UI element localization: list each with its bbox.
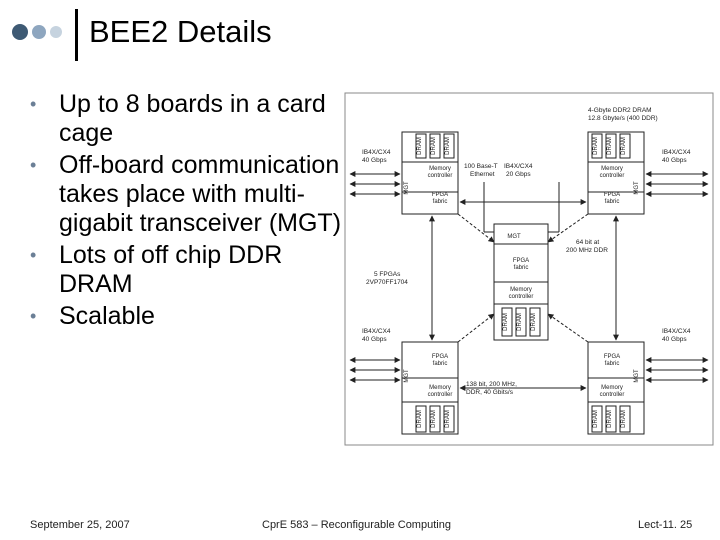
bullet-text: Up to 8 boards in a card cage (59, 90, 326, 147)
memctl-label: controller (600, 392, 625, 398)
memctl-label: Memory (601, 385, 623, 391)
mgt-label: MGT (507, 234, 521, 240)
ib20-label: IB4X/CX4 (504, 163, 533, 170)
dram-label: DRAM (531, 313, 537, 331)
fpga-label: fabric (605, 199, 620, 205)
bullet-icon: • (30, 94, 37, 114)
ib-label: IB4X/CX4 (362, 149, 391, 156)
ib20-label: 20 Gbps (506, 171, 531, 178)
decoration-dot-light (50, 26, 62, 38)
ddr-top-label: 12.8 Gbyte/s (400 DDR) (588, 115, 658, 122)
fpga-label: FPGA (432, 192, 448, 198)
dram-chips-bottom-left (415, 405, 455, 433)
footer-lecture: Lect-11. 25 (638, 519, 693, 531)
memctl-label: controller (428, 392, 453, 398)
ib-label: 40 Gbps (362, 157, 387, 164)
fpga-label: fabric (605, 361, 620, 367)
bullet-icon: • (30, 245, 37, 265)
memctl-label: Memory (429, 385, 451, 391)
dram-chips-top-left (415, 133, 455, 159)
ethernet-label: Ethernet (470, 171, 495, 178)
external-link-arrows (349, 171, 709, 383)
bullet-list: • Up to 8 boards in a card cage • Off-boar… (30, 90, 350, 334)
memctl-label: controller (600, 173, 625, 179)
footer-date: September 25, 2007 (30, 519, 130, 531)
dram-chips-center (501, 307, 541, 337)
mgt-label: MGT (634, 181, 640, 195)
dram-label: DRAM (607, 137, 613, 155)
bottom-bus-label: 138 bit, 200 MHz, (466, 381, 517, 388)
dram-label: DRAM (517, 313, 523, 331)
fpga-label: fabric (514, 265, 529, 271)
mgt-label: MGT (404, 181, 410, 195)
bottom-bus-label: DDR, 40 Gbits/s (466, 389, 514, 396)
mgt-label: MGT (404, 369, 410, 383)
fpga-label: FPGA (513, 258, 529, 264)
bullet-icon: • (30, 306, 37, 326)
fpgas-label: 5 FPGAs (374, 271, 401, 278)
bullet-text: Lots of off chip DDR DRAM (59, 241, 283, 298)
dram-chips-top-right (591, 133, 631, 159)
title-decoration-dots (12, 24, 72, 42)
dram-label: DRAM (431, 137, 437, 155)
ib-label: IB4X/CX4 (662, 328, 691, 335)
fpga-block-top-right (587, 131, 645, 215)
fpgas-label: 2VP70FF1704 (366, 279, 408, 286)
fpga-label: FPGA (604, 354, 620, 360)
memctl-label: Memory (601, 166, 623, 172)
decoration-dot-dark (12, 24, 28, 40)
fpga-block-bottom-right (587, 341, 645, 435)
dram-label: DRAM (593, 410, 599, 428)
ib-label: 40 Gbps (662, 157, 687, 164)
footer-course: CprE 583 – Reconfigurable Computing (262, 519, 451, 531)
decoration-dot-mid (32, 25, 46, 39)
bullet-icon: • (30, 155, 37, 175)
slide-title: BEE2 Details (89, 14, 272, 49)
memctl-label: controller (428, 173, 453, 179)
bullet-item: • Lots of off chip DDR DRAM (30, 241, 350, 299)
bit64-label: 200 MHz DDR (566, 247, 608, 254)
dram-label: DRAM (607, 410, 613, 428)
ddr-top-label: 4-Gbyte DDR2 DRAM (588, 107, 652, 114)
dram-label: DRAM (445, 137, 451, 155)
diagram-frame (344, 92, 714, 446)
dram-label: DRAM (417, 137, 423, 155)
bullet-text: Scalable (59, 302, 155, 330)
mgt-label: MGT (634, 369, 640, 383)
ib-label: 40 Gbps (662, 336, 687, 343)
ib-label: IB4X/CX4 (662, 149, 691, 156)
bullet-text: Off-board communication takes place with… (59, 151, 342, 237)
ib-label: IB4X/CX4 (362, 328, 391, 335)
fpga-label: FPGA (604, 192, 620, 198)
dram-label: DRAM (593, 137, 599, 155)
fpga-label: fabric (433, 361, 448, 367)
dram-label: DRAM (445, 410, 451, 428)
fpga-label: FPGA (432, 354, 448, 360)
dram-label: DRAM (503, 313, 509, 331)
dram-label: DRAM (621, 137, 627, 155)
bee2-block-diagram: DRAM DRAM DRAM Memory controller FPGA fa… (344, 92, 714, 446)
memctl-label: controller (509, 294, 534, 300)
dram-chips-bottom-right (591, 405, 631, 433)
ib-label: 40 Gbps (362, 336, 387, 343)
ethernet-label: 100 Base-T (464, 163, 498, 170)
bullet-item: • Up to 8 boards in a card cage (30, 90, 350, 148)
dram-label: DRAM (417, 410, 423, 428)
bit64-label: 64 bit at (576, 239, 599, 246)
memctl-label: Memory (510, 287, 532, 293)
interconnect-links (429, 182, 619, 391)
dram-label: DRAM (621, 410, 627, 428)
fpga-block-bottom-left (401, 341, 459, 435)
bullet-item: • Scalable (30, 302, 350, 331)
title-divider (75, 9, 78, 61)
fpga-block-center (493, 223, 549, 341)
dram-label: DRAM (431, 410, 437, 428)
fpga-block-top-left (401, 131, 459, 215)
fpga-label: fabric (433, 199, 448, 205)
bullet-item: • Off-board communication takes place wit… (30, 151, 350, 238)
memctl-label: Memory (429, 166, 451, 172)
